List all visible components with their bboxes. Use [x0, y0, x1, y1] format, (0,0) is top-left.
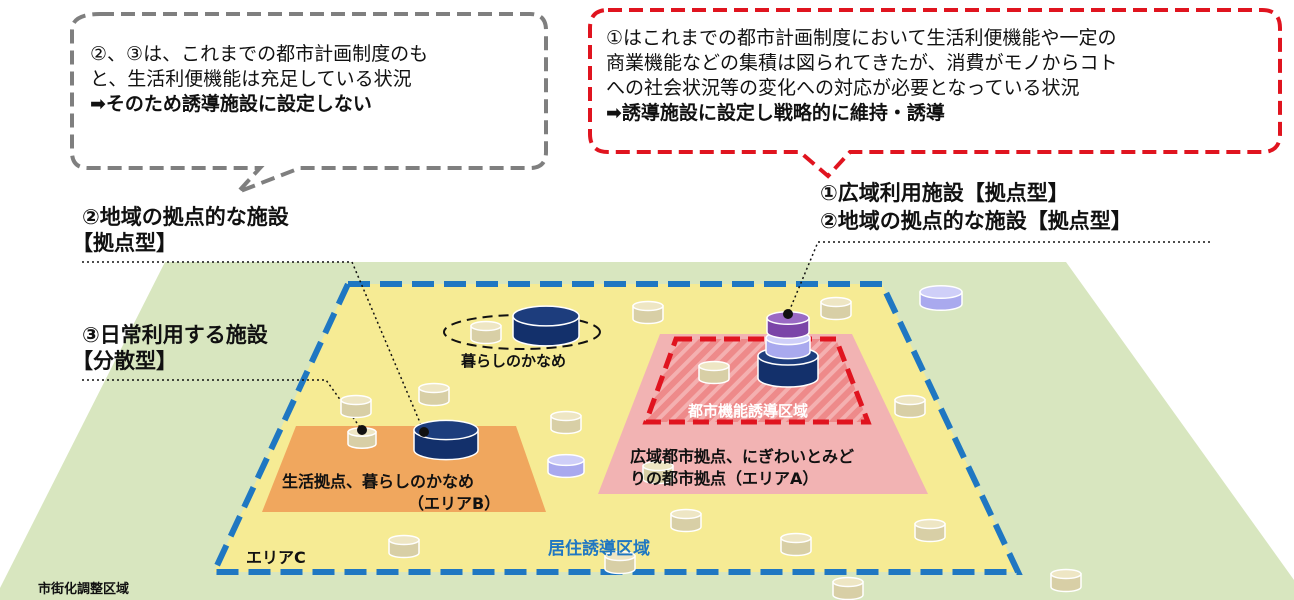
small-facility-icon	[470, 320, 502, 345]
left-callout-line: ②、③は、これまでの都市計画制度のも	[90, 43, 429, 65]
small-facility-icon	[642, 460, 674, 485]
small-facility-icon	[604, 550, 636, 575]
urban-function-zone-label: 都市機能誘導区域	[688, 402, 809, 420]
small-facility-icon	[388, 534, 420, 559]
large-facility-icon	[413, 419, 479, 461]
area-c-label: エリアC	[246, 548, 306, 567]
small-facility-icon	[780, 532, 812, 557]
area-a-label-line2: りの都市拠点（エリアA）	[630, 469, 819, 488]
daily-facility-heading: ③日常利用する施設	[82, 323, 268, 347]
daily-facility-type: 【分散型】	[72, 349, 177, 373]
lavender-facility-icon	[547, 453, 585, 479]
small-facility-icon	[914, 518, 946, 543]
small-facility-icon	[698, 360, 730, 385]
regional-facility-right-heading: ②地域の拠点的な施設【拠点型】	[820, 209, 1132, 233]
leader-dot	[357, 425, 367, 435]
small-facility-icon	[340, 394, 372, 419]
left-callout-line: と、生活利便機能は充足している状況	[90, 68, 412, 90]
small-facility-icon	[820, 296, 852, 321]
large-facility-icon	[512, 305, 580, 347]
area-b-label-line2: （エリアB）	[408, 494, 501, 513]
small-facility-icon	[832, 576, 864, 600]
left-callout-conclusion: ➡そのため誘導施設に設定しない	[90, 93, 372, 115]
leader-dot	[783, 309, 793, 319]
right-callout-text: ①はこれまでの都市計画制度において生活利便機能や一定の 商業機能などの集積は図ら…	[606, 26, 1117, 126]
small-facility-icon	[894, 394, 926, 419]
right-callout-conclusion: ➡誘導施設に設定し戦略的に維持・誘導	[606, 102, 945, 124]
right-callout-bubble	[588, 8, 1282, 179]
kaname-label: 暮らしのかなめ	[461, 352, 567, 370]
right-callout-line: への社会状況等の変化への対応が必要となっている状況	[606, 77, 1080, 99]
leader-dot	[419, 427, 429, 437]
small-facility-icon	[347, 427, 377, 449]
left-callout-bubble	[70, 12, 548, 194]
area-b-label-line1: 生活拠点、暮らしのかなめ	[282, 472, 475, 491]
small-facility-icon	[1050, 568, 1082, 593]
left-callout-text: ②、③は、これまでの都市計画制度のも と、生活利便機能は充足している状況 ➡その…	[90, 42, 428, 117]
right-callout-line: 商業機能などの集積は図られてきたが、消費がモノからコト	[606, 52, 1118, 74]
regional-facility-heading: ②地域の拠点的な施設	[82, 205, 289, 229]
wide-area-facility-heading: ①広域利用施設【拠点型】	[820, 181, 1069, 205]
right-callout-line: ①はこれまでの都市計画制度において生活利便機能や一定の	[606, 27, 1117, 49]
lavender-facility-icon	[919, 284, 963, 312]
regional-facility-type: 【拠点型】	[72, 231, 177, 255]
area-a-label-line1: 広域都市拠点、にぎわいとみど	[630, 447, 855, 466]
small-facility-icon	[670, 508, 702, 533]
small-facility-icon	[550, 410, 582, 435]
urbanization-control-label: 市街化調整区域	[38, 582, 130, 597]
small-facility-icon	[632, 300, 664, 325]
residential-zone-label: 居住誘導区域	[548, 539, 650, 559]
small-facility-icon	[418, 382, 450, 407]
